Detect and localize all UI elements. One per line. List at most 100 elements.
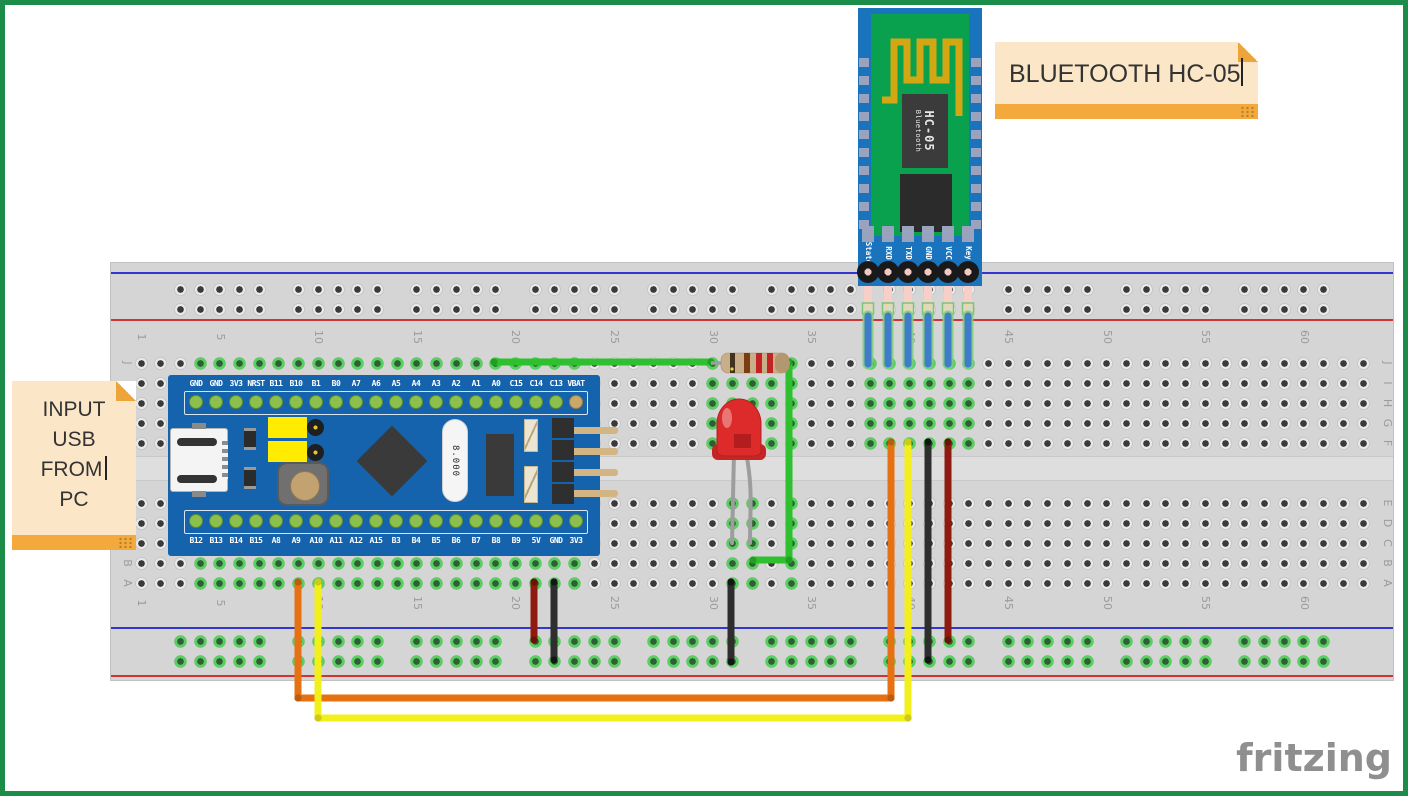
breadboard-hole[interactable] <box>292 654 306 668</box>
breadboard-hole[interactable] <box>1336 576 1350 590</box>
breadboard-hole[interactable] <box>1021 416 1035 430</box>
breadboard-hole[interactable] <box>922 556 936 570</box>
breadboard-hole[interactable] <box>351 634 365 648</box>
breadboard-hole[interactable] <box>311 282 325 296</box>
breadboard-hole[interactable] <box>154 356 168 370</box>
breadboard-hole[interactable] <box>922 654 936 668</box>
breadboard-hole[interactable] <box>765 436 779 450</box>
breadboard-hole[interactable] <box>784 356 798 370</box>
breadboard-hole[interactable] <box>686 376 700 390</box>
breadboard-hole[interactable] <box>1100 356 1114 370</box>
breadboard-hole[interactable] <box>627 576 641 590</box>
breadboard-hole[interactable] <box>252 654 266 668</box>
breadboard-hole[interactable] <box>1198 516 1212 530</box>
breadboard-hole[interactable] <box>627 356 641 370</box>
breadboard-hole[interactable] <box>784 634 798 648</box>
breadboard-hole[interactable] <box>1218 496 1232 510</box>
breadboard-hole[interactable] <box>1060 396 1074 410</box>
breadboard-hole[interactable] <box>1356 436 1370 450</box>
breadboard-hole[interactable] <box>1060 576 1074 590</box>
breadboard-hole[interactable] <box>824 436 838 450</box>
breadboard-hole[interactable] <box>1021 396 1035 410</box>
breadboard-hole[interactable] <box>1277 376 1291 390</box>
breadboard-hole[interactable] <box>607 416 621 430</box>
breadboard-hole[interactable] <box>646 496 660 510</box>
breadboard-hole[interactable] <box>1001 634 1015 648</box>
hc05-pin-RXD[interactable] <box>877 261 899 283</box>
breadboard-hole[interactable] <box>1179 416 1193 430</box>
breadboard-hole[interactable] <box>1179 536 1193 550</box>
breadboard-hole[interactable] <box>1080 356 1094 370</box>
breadboard-hole[interactable] <box>233 576 247 590</box>
breadboard-hole[interactable] <box>784 282 798 296</box>
breadboard-hole[interactable] <box>903 556 917 570</box>
breadboard-hole[interactable] <box>646 556 660 570</box>
breadboard-hole[interactable] <box>213 356 227 370</box>
breadboard-hole[interactable] <box>1120 416 1133 430</box>
breadboard-hole[interactable] <box>1041 396 1055 410</box>
breadboard-hole[interactable] <box>1277 282 1291 296</box>
breadboard-hole[interactable] <box>824 396 838 410</box>
stm32-pin-A9[interactable] <box>289 514 303 528</box>
breadboard-hole[interactable] <box>824 516 838 530</box>
breadboard-hole[interactable] <box>252 556 266 570</box>
breadboard-hole[interactable] <box>568 556 582 570</box>
breadboard-hole[interactable] <box>1120 654 1133 668</box>
breadboard-hole[interactable] <box>528 556 542 570</box>
note-resize-grip-icon[interactable] <box>118 537 133 548</box>
breadboard-hole[interactable] <box>725 416 739 430</box>
hc05-pin-GND[interactable] <box>917 261 939 283</box>
breadboard-hole[interactable] <box>1080 396 1094 410</box>
breadboard-hole[interactable] <box>784 516 798 530</box>
breadboard-hole[interactable] <box>1179 556 1193 570</box>
breadboard-hole[interactable] <box>1257 282 1271 296</box>
breadboard-hole[interactable] <box>982 536 996 550</box>
breadboard-hole[interactable] <box>745 396 759 410</box>
breadboard-hole[interactable] <box>922 416 936 430</box>
breadboard-hole[interactable] <box>1198 282 1212 296</box>
breadboard-hole[interactable] <box>942 536 956 550</box>
breadboard-hole[interactable] <box>666 496 680 510</box>
breadboard-hole[interactable] <box>292 282 306 296</box>
breadboard-hole[interactable] <box>252 356 266 370</box>
breadboard-hole[interactable] <box>883 376 897 390</box>
breadboard-hole[interactable] <box>1218 416 1232 430</box>
breadboard-hole[interactable] <box>1001 556 1015 570</box>
breadboard-hole[interactable] <box>1041 302 1055 316</box>
breadboard-hole[interactable] <box>1277 576 1291 590</box>
hc05-pin-State[interactable] <box>857 261 879 283</box>
breadboard-hole[interactable] <box>1120 576 1133 590</box>
breadboard-hole[interactable] <box>1218 556 1232 570</box>
breadboard-hole[interactable] <box>449 282 463 296</box>
breadboard-hole[interactable] <box>1277 556 1291 570</box>
breadboard-hole[interactable] <box>706 516 720 530</box>
breadboard-hole[interactable] <box>962 536 976 550</box>
breadboard-hole[interactable] <box>449 576 463 590</box>
breadboard-hole[interactable] <box>666 396 680 410</box>
breadboard-hole[interactable] <box>922 536 936 550</box>
breadboard-hole[interactable] <box>1100 416 1114 430</box>
stm32-pin-A0[interactable] <box>489 395 503 409</box>
stm32-pin-NRST[interactable] <box>249 395 263 409</box>
breadboard-hole[interactable] <box>942 516 956 530</box>
breadboard-hole[interactable] <box>1041 356 1055 370</box>
breadboard-hole[interactable] <box>1120 516 1133 530</box>
breadboard-hole[interactable] <box>1356 496 1370 510</box>
breadboard-hole[interactable] <box>725 376 739 390</box>
breadboard-hole[interactable] <box>1257 436 1271 450</box>
breadboard-hole[interactable] <box>173 634 187 648</box>
breadboard-hole[interactable] <box>548 282 562 296</box>
breadboard-hole[interactable] <box>765 654 779 668</box>
breadboard-hole[interactable] <box>1238 516 1252 530</box>
breadboard-hole[interactable] <box>982 376 996 390</box>
breadboard-hole[interactable] <box>1198 634 1212 648</box>
breadboard-hole[interactable] <box>627 516 641 530</box>
breadboard-hole[interactable] <box>942 634 956 648</box>
breadboard-hole[interactable] <box>292 576 306 590</box>
breadboard-hole[interactable] <box>962 516 976 530</box>
breadboard-hole[interactable] <box>607 556 621 570</box>
breadboard-hole[interactable] <box>154 536 168 550</box>
breadboard-hole[interactable] <box>725 556 739 570</box>
breadboard-hole[interactable] <box>706 654 720 668</box>
breadboard-hole[interactable] <box>745 516 759 530</box>
